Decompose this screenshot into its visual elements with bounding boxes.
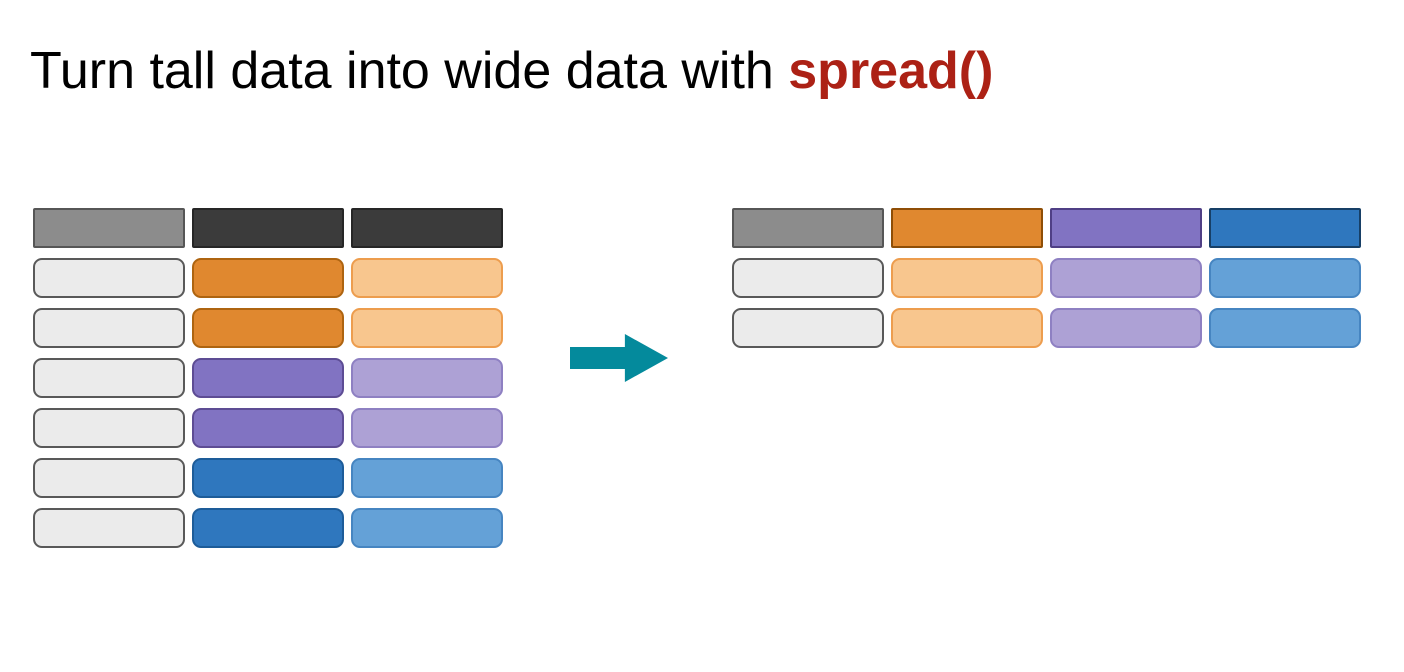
page-title: Turn tall data into wide data with sprea… bbox=[30, 42, 993, 102]
tall-table-cell-purple-light bbox=[351, 408, 503, 448]
tall-table-cell-blue-light bbox=[351, 508, 503, 548]
wide-table-cell-blue-light bbox=[1209, 308, 1361, 348]
wide-table-header-cell-blue bbox=[1209, 208, 1361, 248]
wide-table-cell-orange-light bbox=[891, 258, 1043, 298]
title-keyword-spread: spread() bbox=[788, 42, 994, 100]
spread-transform-arrow-icon bbox=[570, 334, 668, 382]
tall-table-cell-key-gray bbox=[33, 258, 185, 298]
wide-table-header-cell-header-gray bbox=[732, 208, 884, 248]
tall-table-cell-purple-light bbox=[351, 358, 503, 398]
tall-table-cell-orange-light bbox=[351, 308, 503, 348]
tall-table-header-cell-header-dark bbox=[351, 208, 503, 248]
wide-table-cell-key-gray bbox=[732, 258, 884, 298]
tall-table-cell-purple bbox=[192, 408, 344, 448]
wide-table-header-cell-orange bbox=[891, 208, 1043, 248]
wide-table-cell-purple-light bbox=[1050, 258, 1202, 298]
wide-table-cell-key-gray bbox=[732, 308, 884, 348]
title-text: Turn tall data into wide data with bbox=[30, 42, 789, 100]
tall-table-header-cell-header-dark bbox=[192, 208, 344, 248]
tall-table-cell-key-gray bbox=[33, 358, 185, 398]
tall-table-cell-blue bbox=[192, 508, 344, 548]
wide-table-cell-purple-light bbox=[1050, 308, 1202, 348]
tall-table-header-cell-header-gray bbox=[33, 208, 185, 248]
tall-table-cell-blue bbox=[192, 458, 344, 498]
tall-table-cell-key-gray bbox=[33, 408, 185, 448]
wide-table-cell-blue-light bbox=[1209, 258, 1361, 298]
wide-table-cell-orange-light bbox=[891, 308, 1043, 348]
tall-table-cell-orange bbox=[192, 258, 344, 298]
tall-table-cell-orange-light bbox=[351, 258, 503, 298]
tall-table-cell-key-gray bbox=[33, 458, 185, 498]
tall-table-cell-blue-light bbox=[351, 458, 503, 498]
wide-data-table bbox=[732, 208, 1361, 348]
tall-data-table bbox=[33, 208, 503, 548]
tall-table-cell-key-gray bbox=[33, 308, 185, 348]
tall-table-cell-orange bbox=[192, 308, 344, 348]
tall-table-cell-key-gray bbox=[33, 508, 185, 548]
tall-table-cell-purple bbox=[192, 358, 344, 398]
wide-table-header-cell-purple bbox=[1050, 208, 1202, 248]
